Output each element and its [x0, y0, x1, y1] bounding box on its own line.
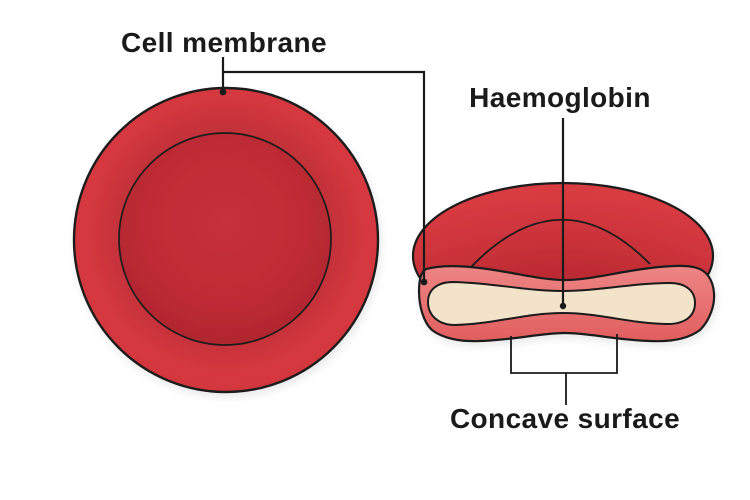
pointer-dot-haemoglobin	[559, 302, 567, 310]
top-view-cell	[72, 86, 380, 394]
annotation-lines	[219, 57, 618, 405]
haemoglobin-label: Haemoglobin	[469, 82, 651, 113]
concave-surface-bracket	[510, 334, 618, 405]
membrane-inner-line	[470, 218, 651, 268]
pointer-dot-membrane-top	[219, 88, 227, 96]
pointer-dot-membrane-side	[420, 278, 428, 286]
inner-ring-circle	[118, 132, 332, 346]
cell-membrane-label: Cell membrane	[121, 27, 327, 58]
cell-membrane-leader-line	[221, 57, 426, 281]
concave-surface-label: Concave surface	[450, 403, 680, 434]
